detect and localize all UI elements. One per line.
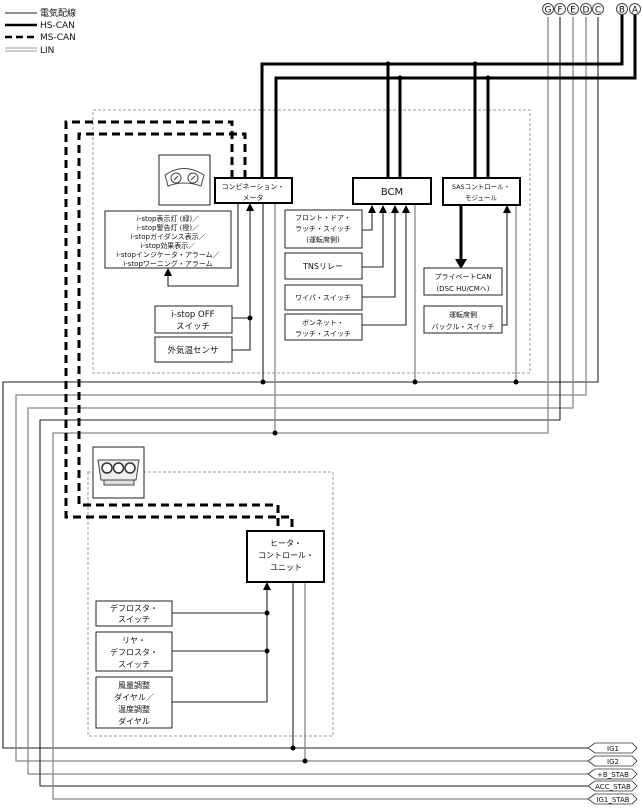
svg-text:ラッチ・スイッチ: ラッチ・スイッチ: [295, 225, 351, 233]
svg-text:スイッチ: スイッチ: [176, 322, 210, 332]
svg-text:風量調整: 風量調整: [118, 680, 150, 690]
svg-text:ダイヤル／: ダイヤル／: [114, 692, 154, 702]
svg-text:フロント・ドア・: フロント・ドア・: [295, 214, 351, 222]
istop-indicators-box: i-stop表示灯 (緑)／ i-stop警告灯 (橙)／ i-stopガイダン…: [104, 210, 232, 269]
label-ig1-stab: IG1_STAB: [587, 793, 638, 805]
wiper-switch: ワイパ・スイッチ: [284, 284, 363, 311]
label-acc-stab: ACC_STAB: [587, 780, 638, 792]
svg-text:i-stop効果表示／: i-stop効果表示／: [141, 241, 196, 250]
svg-text:D: D: [583, 6, 590, 16]
svg-text:(DSC HU/CMへ): (DSC HU/CMへ): [436, 285, 489, 293]
svg-text:ラッチ・スイッチ: ラッチ・スイッチ: [295, 330, 351, 338]
svg-text:IG1: IG1: [607, 745, 619, 753]
meter-wires: [164, 203, 278, 436]
svg-text:i-stop OFF: i-stop OFF: [172, 310, 215, 320]
tns-relay: TNSリレー: [284, 252, 363, 280]
rear-defroster-switch: リヤ・ デフロスタ・ スイッチ: [95, 631, 173, 672]
legend: 電気配線 HS-CAN MS-CAN LIN: [5, 7, 76, 56]
svg-text:IG2: IG2: [607, 758, 619, 766]
bcm: BCM: [352, 177, 432, 205]
connector-e: E: [567, 3, 579, 16]
svg-text:プライベートCAN: プライベートCAN: [435, 273, 492, 281]
connector-c: C: [592, 3, 604, 16]
svg-text:A: A: [632, 6, 639, 16]
power-labels: IG1 IG2 +B_STAB ACC_STAB IG1_STAB: [587, 742, 638, 805]
svg-text:i-stop警告灯 (橙)／: i-stop警告灯 (橙)／: [137, 223, 199, 232]
legend-ms-can: MS-CAN: [40, 33, 76, 43]
svg-text:G: G: [545, 6, 552, 16]
heater-control-unit: ヒータ・ コントロール・ ユニット: [246, 530, 325, 583]
defroster-switch: デフロスタ・ スイッチ: [95, 600, 173, 627]
power-bus-wires: [2, 17, 599, 800]
sas-wires: [455, 205, 519, 385]
svg-text:ダイヤル: ダイヤル: [118, 716, 150, 726]
svg-text:デフロスタ・: デフロスタ・: [110, 647, 158, 657]
hs-can-wires: [260, 14, 637, 178]
svg-text:スイッチ: スイッチ: [118, 660, 150, 669]
connector-labels: G F E D C B A: [542, 3, 641, 16]
svg-text:i-stopガイダンス表示／: i-stopガイダンス表示／: [130, 232, 205, 241]
svg-text:ワイパ・スイッチ: ワイパ・スイッチ: [295, 294, 351, 302]
svg-text:B: B: [619, 6, 625, 16]
combination-meter: コンビネーション・ メータ: [214, 177, 293, 204]
legend-lin: LIN: [40, 46, 54, 56]
svg-text:外気温センサ: 外気温センサ: [167, 345, 218, 356]
driver-buckle-switch: 運転席側 バックル・スイッチ: [423, 305, 503, 334]
front-door-latch-switch: フロント・ドア・ ラッチ・スイッチ (運転席側): [284, 209, 363, 249]
svg-text:i-stop表示灯 (緑)／: i-stop表示灯 (緑)／: [137, 214, 199, 223]
svg-text:スイッチ: スイッチ: [118, 615, 150, 624]
label-ig2: IG2: [587, 755, 638, 767]
svg-text:温度調整: 温度調整: [118, 704, 150, 714]
legend-wire: 電気配線: [40, 7, 76, 19]
svg-text:SASコントロール・: SASコントロール・: [452, 183, 510, 191]
svg-text:(運転席側): (運転席側): [306, 235, 340, 244]
bcm-wires: [362, 204, 418, 385]
svg-text:ボンネット・: ボンネット・: [302, 319, 344, 327]
svg-text:メータ: メータ: [243, 193, 264, 202]
istop-off-switch: i-stop OFF スイッチ: [154, 305, 233, 334]
svg-text:+B_STAB: +B_STAB: [597, 771, 629, 779]
connector-b: B: [616, 3, 628, 16]
svg-text:ユニット: ユニット: [270, 563, 302, 572]
bonnet-latch-switch: ボンネット・ ラッチ・スイッチ: [284, 313, 363, 341]
heater-wires: [172, 582, 308, 764]
svg-text:コンビネーション・: コンビネーション・: [222, 182, 285, 191]
connector-d: D: [580, 3, 592, 16]
svg-text:i-stopワーニング・アラーム: i-stopワーニング・アラーム: [123, 259, 212, 268]
svg-text:BCM: BCM: [381, 187, 403, 198]
legend-hs-can: HS-CAN: [40, 21, 75, 31]
svg-text:デフロスタ・: デフロスタ・: [110, 603, 158, 613]
connector-a: A: [629, 3, 641, 16]
heater-zone: [87, 471, 334, 737]
svg-text:モジュール: モジュール: [465, 194, 498, 202]
connector-f: F: [554, 3, 566, 16]
svg-text:ACC_STAB: ACC_STAB: [595, 783, 631, 791]
private-can: プライベートCAN (DSC HU/CMへ): [423, 267, 503, 296]
svg-text:ヒータ・: ヒータ・: [270, 539, 302, 548]
svg-text:バックル・スイッチ: バックル・スイッチ: [432, 323, 495, 331]
climate-control-panel-icon: [92, 446, 145, 499]
label-b-stab: +B_STAB: [587, 768, 638, 780]
svg-text:コントロール・: コントロール・: [258, 551, 314, 560]
svg-text:運転席側: 運転席側: [449, 310, 477, 319]
connector-g: G: [542, 3, 554, 16]
svg-text:TNSリレー: TNSリレー: [302, 262, 343, 271]
svg-text:i-stopインジケータ・アラーム／: i-stopインジケータ・アラーム／: [116, 250, 219, 259]
sas-control-module: SASコントロール・ モジュール: [442, 177, 521, 206]
svg-text:F: F: [557, 6, 562, 16]
svg-text:C: C: [595, 6, 601, 16]
ambient-temp-sensor: 外気温センサ: [154, 336, 233, 363]
svg-text:E: E: [570, 6, 576, 16]
svg-text:リヤ・: リヤ・: [122, 636, 146, 645]
instrument-cluster-icon: [158, 154, 211, 206]
fan-temp-dial: 風量調整 ダイヤル／ 温度調整 ダイヤル: [95, 676, 173, 729]
svg-text:IG1_STAB: IG1_STAB: [596, 796, 629, 804]
label-ig1: IG1: [587, 742, 638, 754]
ms-can-wires: [64, 120, 294, 531]
